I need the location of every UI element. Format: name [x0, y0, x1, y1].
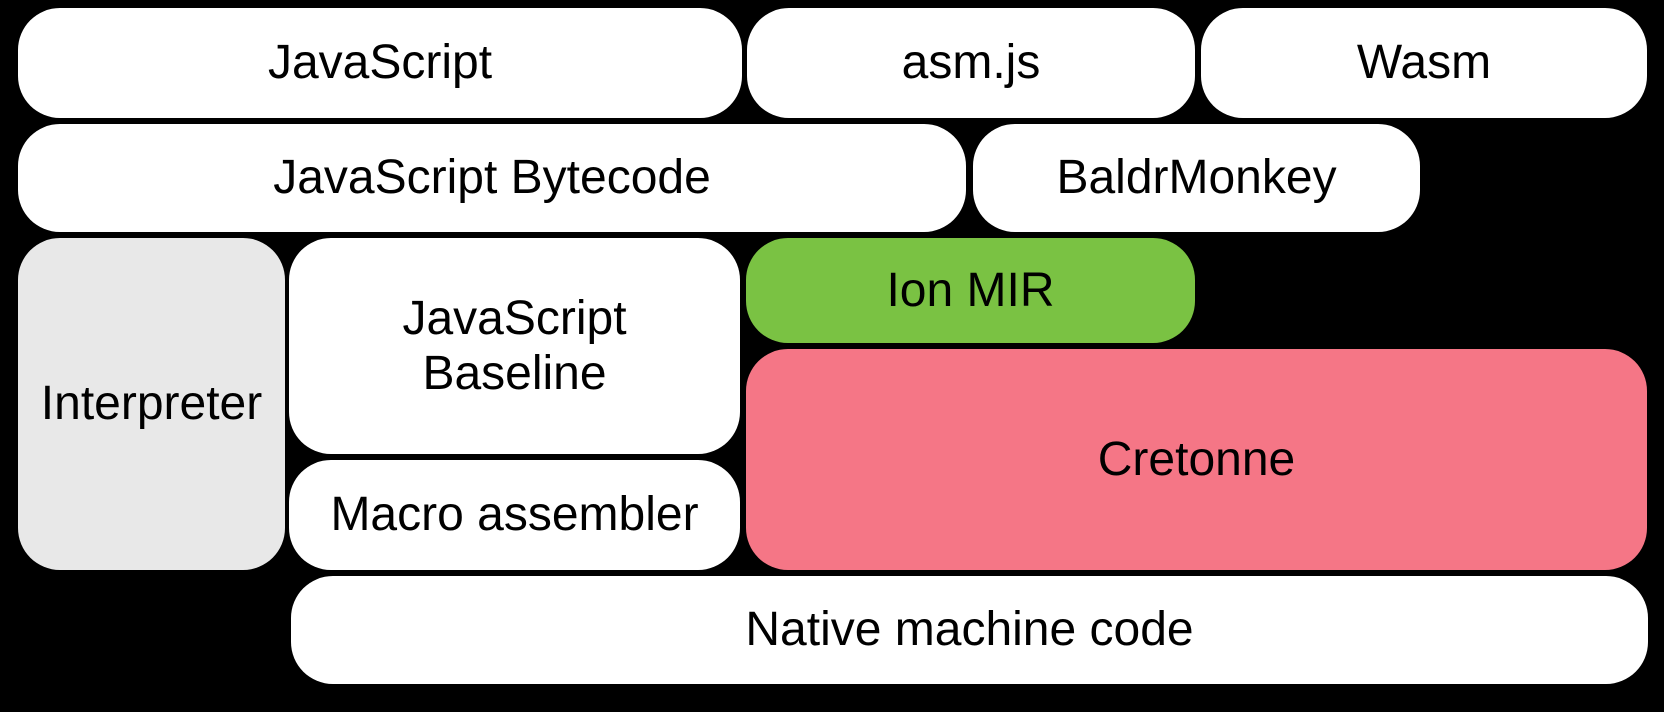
box-javascript-baseline-line2: Baseline	[422, 347, 607, 400]
box-cretonne: Cretonne	[746, 349, 1647, 570]
box-ion-mir-label: Ion MIR	[886, 263, 1055, 317]
box-asmjs: asm.js	[747, 8, 1195, 118]
box-javascript-bytecode-label: JavaScript Bytecode	[273, 151, 711, 205]
box-interpreter-label: Interpreter	[40, 377, 263, 431]
box-wasm: Wasm	[1201, 8, 1647, 118]
box-javascript-bytecode: JavaScript Bytecode	[18, 124, 966, 232]
box-javascript-baseline: JavaScript Baseline	[289, 238, 740, 454]
box-ion-mir: Ion MIR	[746, 238, 1195, 343]
box-macro-assembler: Macro assembler	[289, 460, 740, 570]
box-macro-assembler-label: Macro assembler	[330, 488, 699, 542]
box-javascript-baseline-label: JavaScript Baseline	[402, 291, 626, 401]
box-baldrmonkey-label: BaldrMonkey	[1056, 151, 1337, 205]
box-javascript: JavaScript	[18, 8, 742, 118]
box-wasm-label: Wasm	[1356, 36, 1492, 90]
box-javascript-baseline-line1: JavaScript	[402, 291, 627, 345]
box-native-machine-code: Native machine code	[291, 576, 1648, 684]
box-interpreter: Interpreter	[18, 238, 285, 570]
box-cretonne-label: Cretonne	[1097, 432, 1296, 486]
box-baldrmonkey: BaldrMonkey	[973, 124, 1420, 232]
box-native-machine-code-label: Native machine code	[745, 603, 1194, 657]
box-asmjs-label: asm.js	[901, 36, 1041, 90]
box-javascript-label: JavaScript	[267, 36, 493, 90]
